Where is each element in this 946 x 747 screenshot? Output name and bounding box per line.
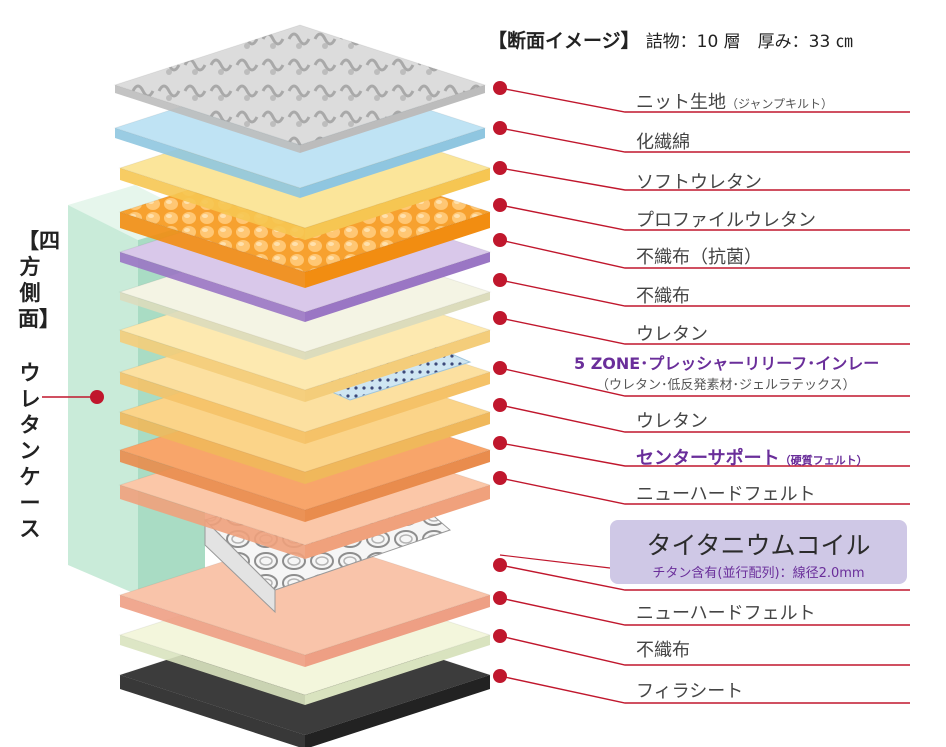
section-spec: 詰物：10 層 厚み：33 ㎝ [645,32,853,52]
layer-nonwoven-bottom-left-edge [120,635,305,705]
layer-label-hard-felt: ニューハードフェルト [636,480,816,506]
layer-hard-felt-bottom [118,534,492,667]
layer-urethane-left-edge [120,330,305,402]
leader-line [499,597,910,626]
leader-line [499,404,910,433]
layer-label-text: 不織布 [636,640,690,661]
layer-label-urethane-2: ウレタン [636,407,708,433]
layer-antibacterial-nonwoven-right-edge [305,252,490,322]
zone-inlay-sub: （ウレタン･低反発素材･ジェルラテックス） [596,378,856,393]
layer-label-hard-felt-2: ニューハードフェルト [636,599,816,625]
layer-label-text: 化繊綿 [636,132,690,153]
leader-line [499,317,910,345]
coil-spec: チタン含有(並行配列)：線径2.0mm [652,566,865,581]
layer-zone-inlay-left-edge [120,372,305,444]
layer-center-support-right-edge [305,450,490,522]
layer-soft-urethane-left-edge [120,168,305,240]
zone-inlay-title: 5 ZONE･プレッシャーリリーフ･インレー [574,354,880,373]
leader-line [499,239,910,269]
coil-side [204,518,276,614]
layer-nonwoven-right-edge [305,292,490,360]
layer-center-support-left-edge [120,450,305,522]
layer-knit-right-edge [300,85,485,153]
layer-label-text: ニューハードフェルト [636,603,816,624]
layer-profile-urethane-left-edge [120,212,305,288]
layer-label-sub: （硬質フェルト） [779,454,868,467]
layer-label-text: ニット生地 [636,92,726,113]
layer-label-filler-sheet: フィラシート [636,677,743,703]
layer-knit-top [113,24,487,146]
layer-urethane-right-edge [305,330,490,402]
leader-line [499,564,910,591]
layer-nonwoven-bottom-right-edge [305,635,490,705]
layer-filler-sheet-left-edge [120,675,305,747]
coil-leader-line [499,554,611,569]
layer-label-fiber: 化繊綿 [636,128,690,154]
layer-label-text: ウレタン [636,324,708,345]
layer-hard-felt-bottom-left-edge [120,595,305,667]
layer-label-text: 不織布 [636,286,690,307]
leader-line [499,279,910,307]
layer-label-nonwoven-2: 不織布 [636,636,690,662]
layer-label-soft-urethane: ソフトウレタン [636,168,762,194]
layer-label-text: 不織布（抗菌） [636,247,762,268]
leader-line [499,442,910,467]
layer-antibacterial-nonwoven-left-edge [120,252,305,322]
layer-hard-felt-right-edge [305,485,490,559]
layer-urethane-lower-left-edge [120,412,305,484]
layer-label-antibacterial-nonwoven: 不織布（抗菌） [636,243,762,269]
layer-soft-urethane-right-edge [305,168,490,240]
layer-knit-left-edge [115,85,300,153]
layer-nonwoven-left-edge [120,292,305,360]
leader-line [499,675,910,704]
layer-label-text: センターサポート [636,448,780,469]
layer-label-text: ニューハードフェルト [636,484,816,505]
leader-line [499,204,910,231]
layer-label-center-support: センターサポート（硬質フェルト） [636,444,868,470]
leader-line [499,167,910,191]
layer-urethane-lower-right-edge [305,412,490,484]
layer-knit [113,24,487,153]
section-title: 【断面イメージ】詰物：10 層 厚み：33 ㎝ [488,26,853,53]
layer-fiber-left-edge [115,128,300,198]
section-title-main: 【断面イメージ】 [488,30,640,52]
side-title: 【四方側面】 [18,229,60,331]
layer-label-urethane: ウレタン [636,320,708,346]
layer-filler-sheet-right-edge [305,675,490,747]
layer-label-text: ウレタン [636,411,708,432]
side-case-name: ウレタンケース [19,361,41,541]
leader-line [499,477,910,505]
layer-label-text: ソフトウレタン [636,172,762,193]
layer-label-text: プロファイルウレタン [636,210,816,231]
leader-line [499,635,910,666]
layer-profile-urethane-right-edge [305,212,490,288]
layer-label-knit: ニット生地（ジャンプキルト） [636,88,833,114]
leader-line [499,87,910,113]
layer-label-profile-urethane: プロファイルウレタン [636,206,816,232]
layer-label-text: フィラシート [636,681,744,702]
titanium-coil-callout: タイタニウムコイル チタン含有(並行配列)：線径2.0mm [610,520,907,584]
layer-hard-felt-bottom-right-edge [305,595,490,667]
coil-title: タイタニウムコイル [646,531,871,560]
layer-hard-felt-left-edge [120,485,305,559]
leader-line [499,127,910,153]
layer-label-nonwoven: 不織布 [636,282,690,308]
layer-zone-inlay-right-edge [305,372,490,444]
layer-label-sub: （ジャンプキルト） [726,97,834,111]
leader-line [499,367,910,397]
layer-fiber-right-edge [300,128,485,198]
